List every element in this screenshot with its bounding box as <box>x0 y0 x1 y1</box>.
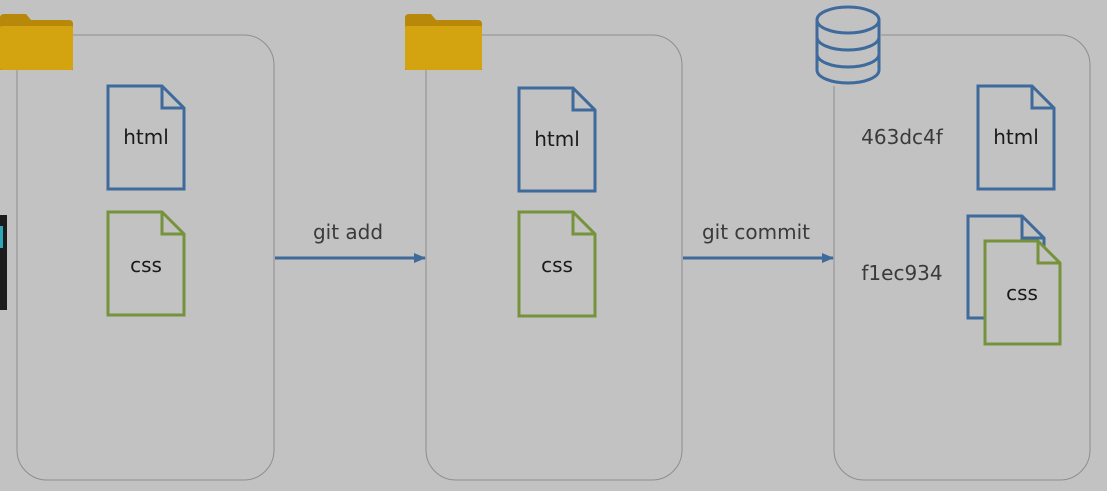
html-file: html <box>517 86 597 193</box>
html-file: html <box>106 84 186 191</box>
html-file: html <box>976 84 1056 191</box>
file-label: css <box>1006 281 1038 305</box>
arrow-label: git add <box>313 220 383 244</box>
css-file: css <box>517 210 597 318</box>
commit-hash: f1ec934 <box>861 261 942 285</box>
folder-icon <box>405 14 482 70</box>
file-label: html <box>534 127 580 151</box>
arrow-label: git commit <box>702 220 810 244</box>
css-file: css <box>106 210 186 317</box>
database-icon <box>815 4 881 86</box>
commit-hash: 463dc4f <box>861 125 944 149</box>
file-label: html <box>993 125 1039 149</box>
staging-area-box <box>425 34 683 481</box>
working-directory-box <box>16 34 275 481</box>
git-add-arrow: git add <box>275 220 426 263</box>
repository-box <box>833 34 1091 481</box>
file-label: css <box>130 253 162 277</box>
file-label: html <box>123 125 169 149</box>
file-label: css <box>541 253 573 277</box>
css-file: css <box>983 239 1062 346</box>
git-commit-arrow: git commit <box>683 220 834 263</box>
folder-icon <box>0 14 73 70</box>
cropped-window-edge <box>0 215 7 310</box>
